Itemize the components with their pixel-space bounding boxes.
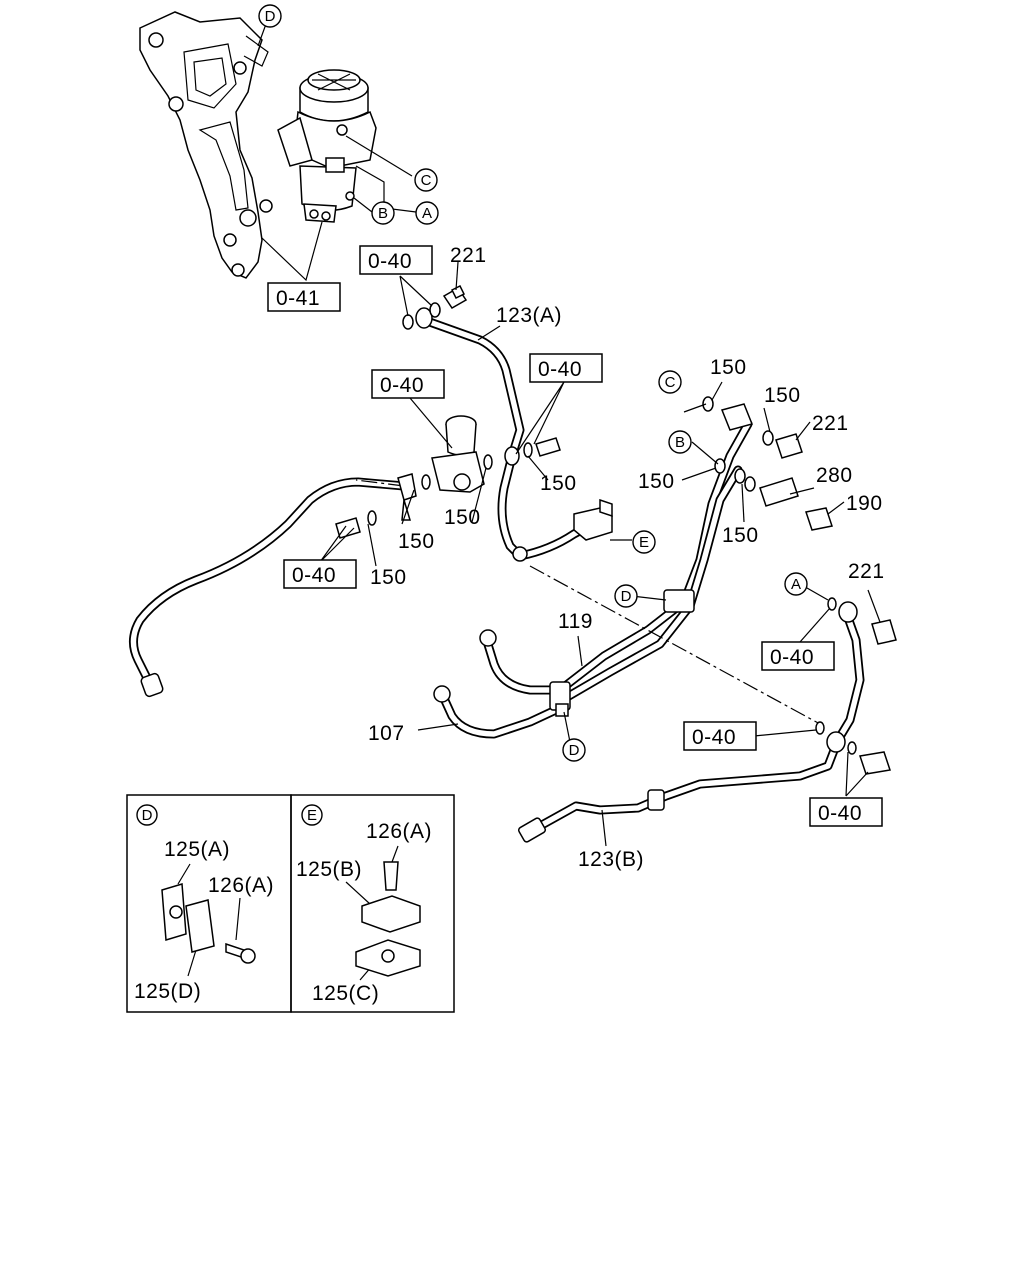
label-150: 150 — [722, 524, 759, 547]
ref-0-40-text: 0-40 — [538, 358, 582, 381]
label-150: 150 — [370, 566, 407, 589]
label-150: 150 — [710, 356, 747, 379]
priming-pump — [397, 415, 485, 521]
svg-text:D: D — [265, 8, 276, 25]
label-125c: 125(C) — [312, 982, 379, 1005]
ref-box-0-40-a: 0-40 — [359, 245, 433, 275]
centre-line — [529, 565, 821, 725]
svg-text:A: A — [791, 576, 801, 593]
detail-inset-e: E 126(A) 125(B) 125(C) — [290, 794, 455, 1013]
label-123a: 123(A) — [496, 304, 562, 327]
ref-box-0-41: 0-41 — [267, 282, 341, 312]
inset-e-tag: E — [301, 804, 323, 826]
pipe-123a — [415, 307, 605, 562]
label-150: 150 — [638, 470, 675, 493]
label-125b: 125(B) — [296, 858, 362, 881]
label-221: 221 — [812, 412, 849, 435]
callout-b-right: B — [668, 430, 692, 454]
part-labels: 221 123(A) 150 150 221 150 280 190 150 1… — [368, 244, 885, 871]
label-126a: 126(A) — [366, 820, 432, 843]
leader-lines — [319, 261, 881, 847]
label-150: 150 — [764, 384, 801, 407]
inset-d-tag: D — [136, 804, 158, 826]
pipe-feed-left — [129, 477, 409, 698]
label-150: 150 — [540, 472, 577, 495]
svg-text:D: D — [621, 588, 632, 605]
callout-c-right: C — [658, 370, 682, 394]
svg-text:E: E — [307, 807, 317, 824]
callout-c-filter: C — [414, 168, 438, 192]
washers-and-bolts — [335, 284, 897, 775]
leader-d-top — [257, 23, 267, 47]
ref-0-41-text: 0-41 — [276, 287, 320, 310]
clip-d-upper — [663, 589, 695, 613]
ref-0-40-text: 0-40 — [368, 250, 412, 273]
callout-d-lower: D — [562, 738, 586, 762]
leader-a — [355, 165, 417, 213]
svg-text:D: D — [569, 742, 580, 759]
ref-box-0-40-c: 0-40 — [371, 369, 445, 399]
svg-text:B: B — [378, 205, 388, 222]
ref-0-40-text: 0-40 — [292, 564, 336, 587]
label-150: 150 — [444, 506, 481, 529]
pipe-123b — [517, 601, 865, 843]
callout-b-filter: B — [371, 201, 395, 225]
leader-c — [345, 135, 413, 177]
label-221: 221 — [450, 244, 487, 267]
label-125d: 125(D) — [134, 980, 201, 1003]
svg-text:E: E — [639, 534, 649, 551]
label-125a: 125(A) — [164, 838, 230, 861]
ref-box-0-40-f: 0-40 — [683, 721, 757, 751]
ref-box-0-40-e: 0-40 — [761, 641, 835, 671]
label-221: 221 — [848, 560, 885, 583]
svg-text:B: B — [675, 434, 685, 451]
pipe-107 — [433, 685, 565, 739]
label-126a: 126(A) — [208, 874, 274, 897]
svg-text:A: A — [422, 205, 432, 222]
callout-e: E — [632, 530, 656, 554]
svg-text:C: C — [421, 172, 432, 189]
clip-e-assembly — [573, 498, 613, 541]
engine-mounting-bracket — [139, 11, 273, 279]
leader-0-41 — [261, 221, 323, 282]
label-119: 119 — [558, 610, 593, 633]
callout-a-right: A — [784, 572, 808, 596]
label-123b: 123(B) — [578, 848, 644, 871]
fuel-filter-assembly — [277, 69, 377, 223]
label-190: 190 — [846, 492, 883, 515]
ref-box-0-40-g: 0-40 — [809, 797, 883, 827]
svg-text:C: C — [665, 374, 676, 391]
callout-d-top: D — [258, 4, 282, 28]
ref-0-40-text: 0-40 — [380, 374, 424, 397]
leader-b — [353, 197, 373, 213]
label-280: 280 — [816, 464, 853, 487]
svg-text:D: D — [142, 807, 153, 824]
ref-0-40-text: 0-40 — [818, 802, 862, 825]
callout-a-filter: A — [415, 201, 439, 225]
ref-0-40-text: 0-40 — [770, 646, 814, 669]
pipe-119 — [479, 419, 753, 705]
ref-box-0-40-b: 0-40 — [529, 353, 603, 383]
ref-box-0-40-d: 0-40 — [283, 559, 357, 589]
clip-d-lower — [549, 681, 571, 717]
ref-0-40-text: 0-40 — [692, 726, 736, 749]
detail-inset-d: D 125(A) 126(A) 125(D) — [126, 794, 292, 1013]
label-150: 150 — [398, 530, 435, 553]
callout-d-mid: D — [614, 584, 638, 608]
label-107: 107 — [368, 722, 405, 745]
